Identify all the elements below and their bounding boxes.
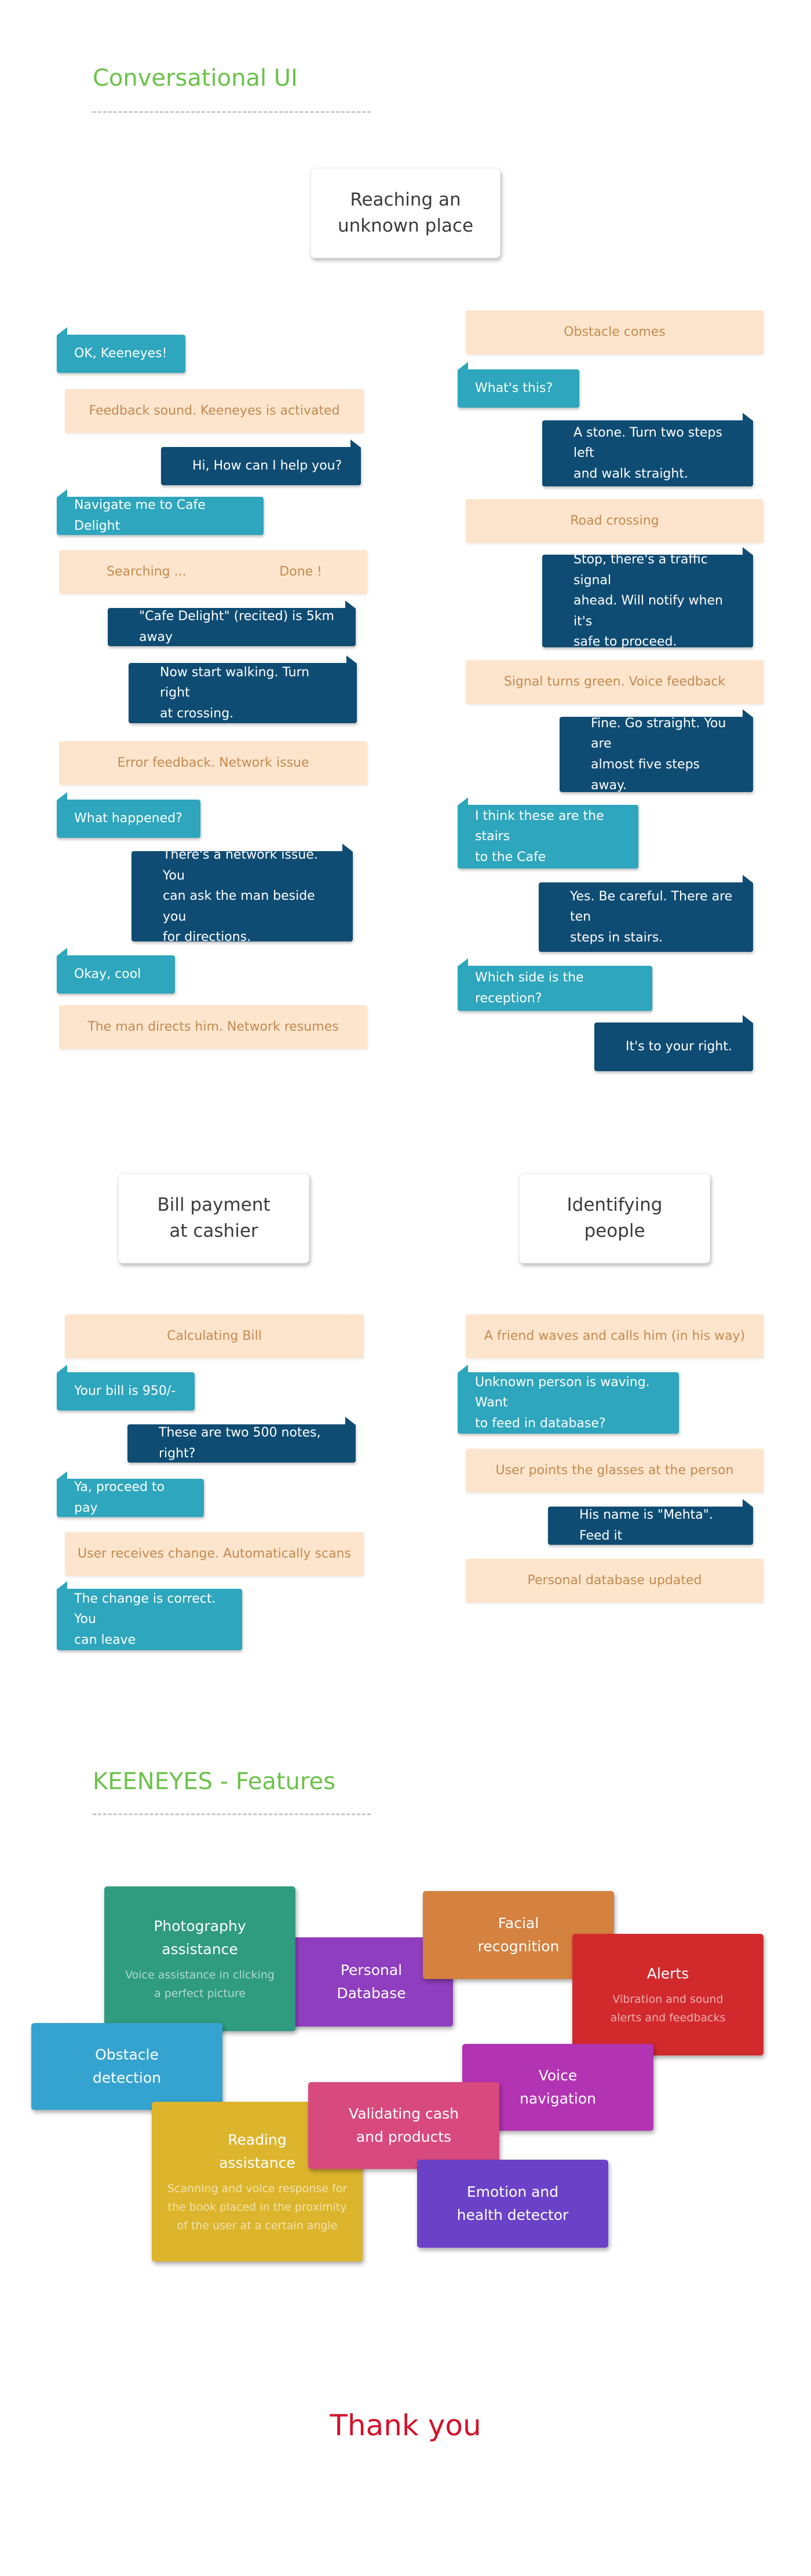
scenario-card-bill-payment: Bill payment at cashier [118,1173,309,1263]
feature-card-emotion-health: Emotion and health detector [417,2160,608,2248]
feature-title: Emotion and health detector [456,2183,569,2223]
chat-event: Calculating Bill [65,1314,364,1358]
feature-description: Scanning and voice response for the book… [167,2182,348,2233]
feature-title: Validating cash and products [349,2105,459,2145]
chat-bubble-user: What's this? [458,362,579,408]
feature-title: Voice navigation [520,2067,596,2107]
chat-event: User points the glasses at the person [466,1449,763,1493]
feature-title: Obstacle detection [92,2046,162,2086]
chat-bubble-user: Okay, cool [57,948,175,994]
feature-title: Reading assistance [219,2131,295,2171]
feature-title: Personal Database [337,1962,406,2002]
chat-bubble-bot: Yes. Be careful. There are ten steps in … [539,875,753,952]
chat-event: Personal database updated [466,1559,763,1603]
chat-bubble-bot: "Cafe Delight" (recited) is 5km away [108,600,356,646]
chat-bubble-bot: Fine. Go straight. You are almost five s… [560,709,753,793]
feature-title: Photography assistance [154,1917,246,1958]
chat-bubble-user: I think these are the stairs to the Cafe [458,797,638,869]
chat-event: Road crossing [466,499,763,543]
thank-you-text: Thank you [330,2409,481,2442]
section-title-features: KEENEYES - Features [93,1768,335,1795]
chat-bubble-bot: There's a network issue. You can ask the… [131,844,353,944]
scenario-card-reaching: Reaching an unknown place [310,168,501,258]
feature-title: Facial recognition [477,1915,560,1955]
done-text: Done ! [279,565,322,580]
searching-text: Searching ... [107,565,187,580]
chat-bubble-user: Ya, proceed to pay [57,1471,204,1517]
section-title-conversational-ui: Conversational UI [93,65,298,91]
chat-event: Feedback sound. Keeneyes is activated [65,389,364,433]
chat-bubble-bot: Stop, there's a traffic signal ahead. Wi… [542,547,753,649]
chat-event: Obstacle comes [466,310,763,354]
chat-bubble-user: Which side is the reception? [458,958,652,1011]
feature-card-photography-assistance: Photography assistance Voice assistance … [104,1886,295,2031]
chat-event: User receives change. Automatically scan… [65,1532,364,1576]
feature-card-validating-cash: Validating cash and products [308,2082,499,2169]
feature-description: Voice assistance in clicking a perfect p… [125,1968,275,2000]
chat-event: Signal turns green. Voice feedback [466,660,763,704]
chat-event: Error feedback. Network issue [59,741,367,785]
chat-event-searching: Searching ... Done ! [59,550,367,594]
chat-bubble-user: Navigate me to Cafe Delight [57,489,264,535]
chat-bubble-bot: His name is "Mehta". Feed it [548,1499,753,1545]
chat-bubble-bot: It's to your right. [594,1015,753,1071]
chat-event: The man directs him. Network resumes [59,1005,367,1049]
title-divider [93,111,371,113]
chat-bubble-bot: These are two 500 notes, right? [127,1417,356,1463]
chat-event: A friend waves and calls him (in his way… [466,1314,763,1358]
chat-bubble-bot: Hi, How can I help you? [161,439,361,485]
feature-card-alerts: Alerts Vibration and sound alerts and fe… [572,1934,763,2055]
feature-title: Alerts [646,1965,689,1982]
chat-bubble-user: Your bill is 950/- [57,1365,195,1410]
feature-card-obstacle-detection: Obstacle detection [31,2023,222,2110]
chat-bubble-user: The change is correct. You can leave [57,1581,242,1650]
features-divider [93,1813,371,1815]
scenario-card-identifying-people: Identifying people [519,1173,710,1263]
chat-bubble-bot: Now start walking. Turn right at crossin… [129,655,357,723]
chat-bubble-user: OK, Keeneyes! [57,327,185,373]
feature-description: Vibration and sound alerts and feedbacks [610,1992,726,2024]
chat-bubble-bot: A stone. Turn two steps left and walk st… [542,413,753,486]
chat-bubble-user: What happened? [57,792,200,838]
chat-bubble-user: Unknown person is waving. Want to feed i… [458,1365,679,1434]
